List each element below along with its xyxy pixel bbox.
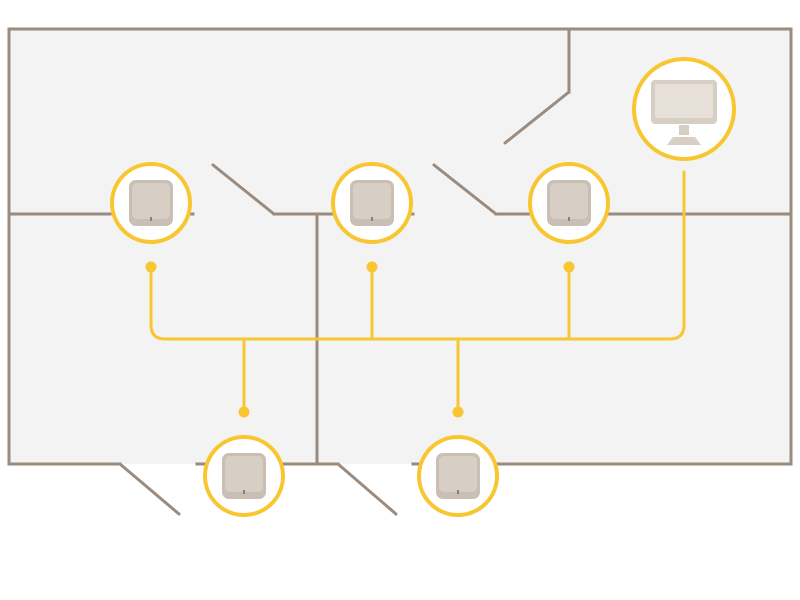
door-top-right — [503, 90, 571, 145]
walls — [7, 27, 793, 466]
device-node — [203, 435, 285, 517]
network-cabling — [149, 170, 686, 414]
outer-wall — [7, 27, 793, 466]
door-top-middle — [432, 163, 498, 216]
door-controller-icon — [350, 180, 394, 226]
device-node — [331, 162, 413, 244]
door-controller-icon — [222, 453, 266, 499]
device-node — [110, 162, 192, 244]
device-node — [417, 435, 499, 517]
device-node — [528, 162, 610, 244]
door-controller-icon — [547, 180, 591, 226]
connector-dot — [366, 261, 378, 273]
door-controller-icon — [129, 180, 173, 226]
network-bus — [149, 170, 686, 341]
connector-dot — [452, 406, 464, 418]
doors — [118, 90, 571, 516]
connector-dot — [563, 261, 575, 273]
monitor-icon — [651, 80, 717, 145]
connector-dots — [145, 261, 575, 418]
connector-dot — [145, 261, 157, 273]
connector-dot — [238, 406, 250, 418]
door-top-left — [211, 163, 276, 216]
device-nodes — [110, 162, 610, 517]
door-bottom-middle — [336, 462, 398, 516]
workstation-node — [632, 57, 736, 161]
door-controller-icon — [436, 453, 480, 499]
door-bottom-left — [118, 462, 181, 516]
